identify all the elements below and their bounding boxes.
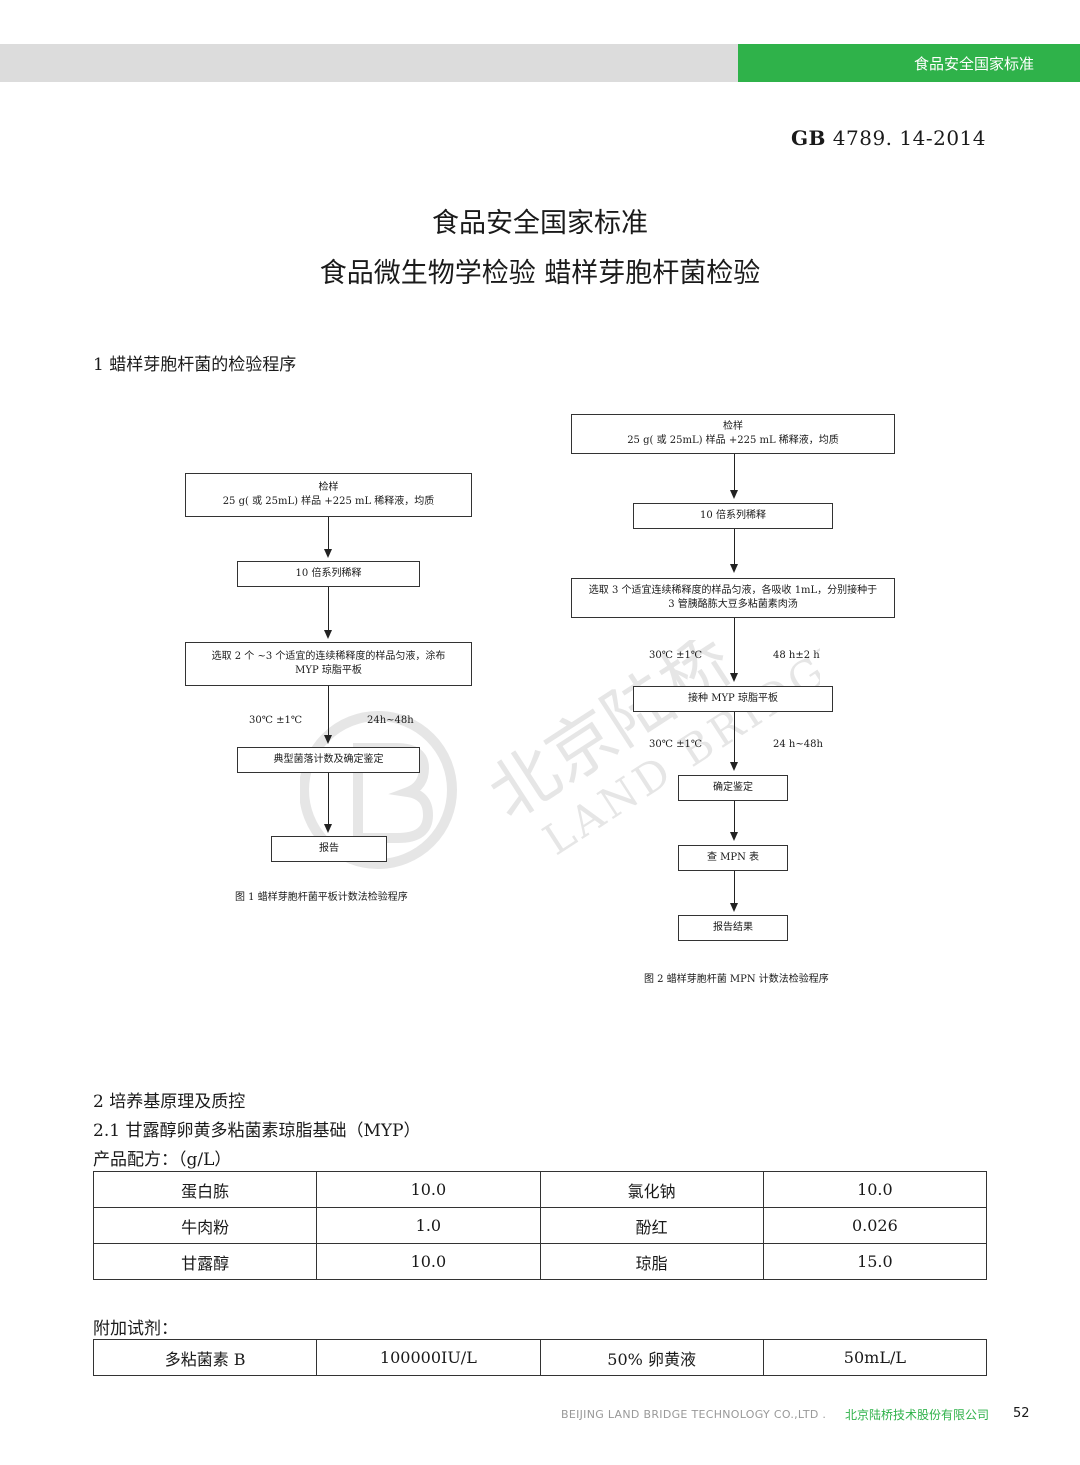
flow1-plating-line1: 选取 2 个 ~3 个适宜的连续稀释度的样品匀液，涂布 [211,651,446,662]
flow1-plating-line2: MYP 琼脂平板 [295,665,362,676]
flow2-myp-text: 接种 MYP 琼脂平板 [688,693,778,704]
table-cell: 50mL/L [762,1339,988,1376]
flow2-report-text: 报告结果 [713,922,753,933]
flow1-report-box: 报告 [271,836,387,862]
table-cell: 100000IU/L [316,1339,541,1376]
document-title-line2: 食品微生物学检验 蜡样芽胞杆菌检验 [319,258,761,289]
table-cell: 酚红 [539,1207,764,1244]
flow1-connector [328,773,329,828]
table-row: 甘露醇 10.0 琼脂 15.0 [92,1243,988,1280]
header-gray-bar [0,44,738,82]
flow2-myp-box: 接种 MYP 琼脂平板 [633,686,833,712]
table-cell: 10.0 [762,1171,988,1208]
table-cell: 50% 卵黄液 [539,1339,764,1376]
header-banner-text: 食品安全国家标准 [913,54,1034,73]
table-cell: 氯化钠 [539,1171,764,1208]
flow2-dilution-text: 10 倍系列稀释 [700,510,766,521]
header-banner: 食品安全国家标准 [738,44,1080,82]
flow2-inoculate-line2: 3 管胰酪胨大豆多粘菌素肉汤 [668,599,798,610]
document-title-line1: 食品安全国家标准 [432,208,648,239]
table-cell: 0.026 [762,1207,988,1244]
flow2-sample-desc: 25 g( 或 25mL) 样品 +225 mL 稀释液，均质 [627,435,839,446]
flow2-confirm-text: 确定鉴定 [713,782,753,793]
footer-company-en: BEIJING LAND BRIDGE TECHNOLOGY CO.,LTD . [561,1408,827,1421]
flow2-inoculate-box: 选取 3 个适宜连续稀释度的样品匀液，各吸收 1mL，分别接种于 3 管胰酪胨大… [571,578,895,618]
flow2-arrow [730,762,738,771]
flow2-connector [734,529,735,568]
flow2-connector [734,618,735,676]
flow1-dilution-box: 10 倍系列稀释 [237,561,420,587]
flow2-incubation2-time: 24 h~48h [773,739,823,750]
flow1-count-text: 典型菌落计数及确定鉴定 [273,754,384,765]
flow2-mpn-box: 查 MPN 表 [678,845,788,871]
svg-text:北京陆桥: 北京陆桥 [475,640,746,835]
additive-label: 附加试剂： [93,1319,178,1339]
table-cell: 蛋白胨 [92,1171,318,1208]
flow2-connector [734,712,735,764]
flow1-sample-box: 检样 25 g( 或 25mL) 样品 +225 mL 稀释液，均质 [185,473,472,517]
formula-table: 蛋白胨 10.0 氯化钠 10.0 牛肉粉 1.0 酚红 0.026 甘露醇 1… [92,1171,988,1280]
flow2-mpn-text: 查 MPN 表 [706,852,760,863]
flow2-report-box: 报告结果 [678,915,788,941]
flow1-arrow [324,735,332,744]
flow2-sample-box: 检样 25 g( 或 25mL) 样品 +225 mL 稀释液，均质 [571,414,895,454]
flow2-sample-title: 检样 [723,421,743,432]
table-cell: 1.0 [316,1207,541,1244]
standard-code-prefix: GB [790,126,826,150]
flow1-sample-desc: 25 g( 或 25mL) 样品 +225 mL 稀释液，均质 [222,496,435,507]
flow2-incubation1-time: 48 h±2 h [773,650,820,661]
standard-code-number: 4789. 14-2014 [832,126,986,150]
table-cell: 多粘菌素 B [92,1339,318,1376]
table-row: 多粘菌素 B 100000IU/L 50% 卵黄液 50mL/L [92,1339,988,1376]
flow1-arrow [324,824,332,833]
table-cell: 15.0 [762,1243,988,1280]
svg-text:LAND BRIDGE: LAND BRIDGE [534,640,820,865]
flow1-arrow [324,549,332,558]
formula-label: 产品配方：（g/L） [93,1150,232,1170]
footer-company-cn: 北京陆桥技术股份有限公司 [845,1408,990,1422]
page-number: 52 [1013,1406,1030,1421]
table-cell: 10.0 [316,1243,541,1280]
table-cell: 琼脂 [539,1243,764,1280]
flow2-arrow [730,490,738,499]
flow1-connector [328,686,329,739]
table-cell: 甘露醇 [92,1243,318,1280]
standard-code: GB 4789. 14-2014 [791,126,986,150]
table-row: 牛肉粉 1.0 酚红 0.026 [92,1207,988,1244]
flow1-plating-box: 选取 2 个 ~3 个适宜的连续稀释度的样品匀液，涂布 MYP 琼脂平板 [185,642,472,686]
figure2-caption: 图 2 蜡样芽胞杆菌 MPN 计数法检验程序 [644,974,829,985]
flow1-incubation-time: 24h~48h [367,715,414,726]
flow2-dilution-box: 10 倍系列稀释 [633,503,833,529]
flow1-connector [328,587,329,634]
table-row: 蛋白胨 10.0 氯化钠 10.0 [92,1171,988,1208]
flow2-inoculate-line1: 选取 3 个适宜连续稀释度的样品匀液，各吸收 1mL，分别接种于 [588,585,878,596]
flow1-count-box: 典型菌落计数及确定鉴定 [237,747,420,773]
flow1-incubation-temp: 30℃ ±1℃ [249,715,303,726]
flow2-arrow [730,673,738,682]
flow2-incubation2-temp: 30℃ ±1℃ [649,739,703,750]
flow1-dilution-text: 10 倍系列稀释 [295,568,362,579]
additive-table: 多粘菌素 B 100000IU/L 50% 卵黄液 50mL/L [92,1339,988,1376]
flow1-arrow [324,630,332,639]
flow1-report-text: 报告 [319,843,339,854]
flow2-arrow [730,903,738,912]
section2-heading: 2 培养基原理及质控 [93,1092,246,1112]
section1-heading: 1 蜡样芽胞杆菌的检验程序 [93,355,297,375]
flow2-connector [734,801,735,835]
section2-subheading: 2.1 甘露醇卵黄多粘菌素琼脂基础（MYP） [93,1121,421,1141]
flow2-confirm-box: 确定鉴定 [678,775,788,801]
flow2-connector [734,454,735,494]
flow1-sample-title: 检样 [318,482,339,493]
table-cell: 10.0 [316,1171,541,1208]
flow1-connector [328,517,329,554]
table-cell: 牛肉粉 [92,1207,318,1244]
flow2-incubation1-temp: 30℃ ±1℃ [649,650,703,661]
flow2-arrow [730,564,738,573]
flow2-connector [734,871,735,906]
flow2-arrow [730,832,738,841]
figure1-caption: 图 1 蜡样芽胞杆菌平板计数法检验程序 [235,892,408,903]
